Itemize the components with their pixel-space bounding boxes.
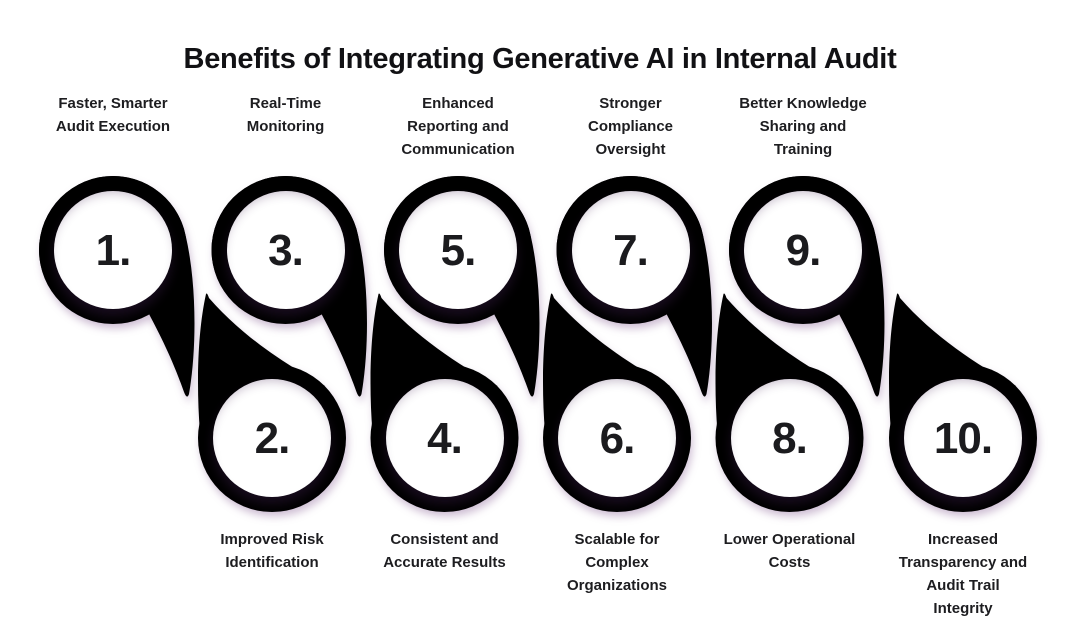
step-number-8: 8. (772, 414, 808, 463)
step-label-1: Faster, Smarter Audit Execution (55, 95, 171, 135)
step-number-5: 5. (440, 226, 477, 275)
step-number-1: 1. (95, 226, 132, 275)
step-number-10: 10. (933, 414, 993, 463)
step-circle-5: 5. (399, 191, 517, 309)
step-label-5: Enhanced Reporting and Communication (401, 95, 515, 158)
step-label-8: Lower Operational Costs (723, 531, 856, 571)
step-circle-10: 10. (904, 379, 1022, 497)
step-circle-9: 9. (744, 191, 862, 309)
step-label-6: Scalable for Complex Organizations (566, 531, 667, 594)
step-circle-4: 4. (385, 379, 504, 497)
step-circle-2: 2. (213, 379, 331, 497)
step-circle-1: 1. (54, 191, 172, 309)
step-label-9: Better Knowledge Sharing and Training (739, 95, 867, 158)
step-number-4: 4. (427, 414, 463, 463)
step-label-2: Improved Risk Identification (220, 531, 324, 571)
step-number-3: 3. (268, 226, 304, 275)
step-label-7: Stronger Compliance Oversight (587, 95, 674, 158)
step-label-10: Increased Transparency and Audit Trail I… (898, 531, 1028, 617)
step-label-3: Real-Time Monitoring (246, 95, 325, 135)
step-number-9: 9. (785, 226, 822, 275)
page-title: Benefits of Integrating Generative AI in… (183, 43, 897, 76)
step-circle-6: 6. (558, 379, 676, 497)
step-circle-3: 3. (226, 191, 345, 309)
step-number-6: 6. (599, 414, 636, 463)
step-circle-7: 7. (571, 191, 690, 309)
step-number-2: 2. (254, 414, 291, 463)
step-label-4: Consistent and Accurate Results (383, 531, 506, 571)
step-number-7: 7. (613, 226, 649, 275)
step-circle-8: 8. (730, 379, 849, 497)
